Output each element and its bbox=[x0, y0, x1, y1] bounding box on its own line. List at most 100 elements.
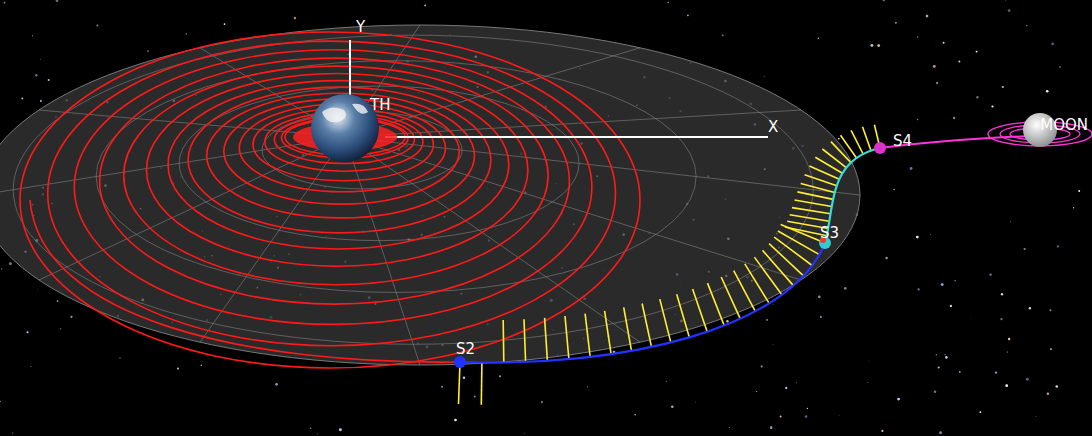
hatch-line bbox=[545, 318, 548, 361]
orbit-ring bbox=[74, 50, 592, 325]
star bbox=[780, 415, 782, 417]
hatch-line bbox=[565, 316, 569, 359]
star bbox=[959, 371, 961, 373]
earth-orbits bbox=[20, 32, 640, 368]
star bbox=[722, 34, 724, 36]
star bbox=[770, 426, 773, 429]
star bbox=[897, 398, 900, 401]
star bbox=[40, 100, 42, 102]
star bbox=[918, 288, 920, 290]
star bbox=[177, 367, 179, 369]
star bbox=[1046, 90, 1049, 93]
star bbox=[587, 386, 588, 387]
star bbox=[1047, 393, 1050, 396]
star bbox=[870, 44, 873, 47]
star bbox=[224, 23, 226, 25]
star bbox=[877, 44, 880, 47]
star bbox=[671, 405, 674, 408]
star bbox=[1056, 385, 1059, 388]
star bbox=[729, 427, 730, 428]
star bbox=[9, 262, 12, 265]
star bbox=[941, 283, 944, 286]
star bbox=[201, 365, 203, 367]
star bbox=[1001, 293, 1003, 295]
star bbox=[1002, 86, 1004, 88]
star bbox=[541, 401, 543, 403]
hatch-line bbox=[769, 244, 803, 276]
star bbox=[989, 273, 991, 275]
star bbox=[895, 22, 897, 24]
star bbox=[820, 316, 822, 318]
star bbox=[1050, 348, 1052, 350]
star bbox=[950, 305, 952, 307]
star bbox=[995, 371, 997, 373]
star bbox=[976, 96, 978, 98]
star bbox=[910, 167, 913, 170]
star bbox=[37, 289, 39, 291]
star bbox=[294, 17, 297, 20]
star bbox=[0, 401, 1, 402]
star bbox=[726, 320, 729, 323]
star bbox=[96, 25, 98, 27]
star bbox=[933, 65, 936, 68]
star bbox=[764, 76, 765, 77]
star bbox=[917, 119, 918, 120]
star bbox=[1073, 207, 1074, 208]
star bbox=[275, 383, 278, 386]
star bbox=[634, 414, 635, 415]
star bbox=[119, 357, 120, 358]
star bbox=[772, 303, 774, 305]
star bbox=[499, 375, 501, 377]
thrust-hatching bbox=[459, 125, 881, 405]
star bbox=[1005, 0, 1006, 1]
star bbox=[971, 317, 973, 319]
hatch-line bbox=[790, 215, 830, 221]
hatch-line bbox=[677, 294, 690, 337]
hatch-line bbox=[745, 264, 769, 303]
orbit-plane bbox=[0, 25, 860, 365]
stage-label: S4 bbox=[893, 134, 912, 149]
hatch-line bbox=[863, 127, 871, 151]
hatch-line bbox=[624, 307, 632, 351]
star bbox=[939, 431, 942, 434]
hatch-line bbox=[605, 311, 612, 354]
star bbox=[785, 387, 787, 389]
star bbox=[339, 428, 342, 431]
earth bbox=[311, 94, 379, 162]
star bbox=[1059, 66, 1061, 68]
star bbox=[936, 82, 938, 84]
star bbox=[756, 391, 757, 392]
star bbox=[26, 331, 28, 333]
star bbox=[666, 381, 667, 382]
star bbox=[39, 58, 41, 60]
hatch-line bbox=[754, 257, 782, 295]
orbit-ring bbox=[100, 58, 570, 304]
star bbox=[667, 2, 668, 3]
stage-label: S2 bbox=[456, 342, 475, 357]
moon-label: MOON bbox=[1040, 118, 1088, 133]
star bbox=[868, 360, 870, 362]
star bbox=[1008, 9, 1011, 12]
star bbox=[930, 234, 932, 236]
star bbox=[934, 391, 936, 393]
hatch-line bbox=[797, 192, 833, 200]
star bbox=[1007, 351, 1008, 352]
star bbox=[56, 0, 59, 2]
y-axis bbox=[349, 40, 351, 100]
star bbox=[979, 411, 981, 413]
star bbox=[57, 300, 59, 302]
axis-label: X bbox=[768, 120, 778, 135]
grid-spoke bbox=[345, 137, 640, 342]
star bbox=[1005, 384, 1008, 387]
hatch-line bbox=[774, 237, 812, 265]
star bbox=[1000, 318, 1002, 320]
star bbox=[976, 51, 978, 53]
star bbox=[60, 328, 62, 330]
star bbox=[1010, 221, 1011, 222]
star bbox=[838, 415, 840, 417]
star bbox=[1029, 307, 1031, 309]
transfer-arc bbox=[460, 243, 825, 363]
star bbox=[958, 61, 960, 63]
star bbox=[463, 376, 466, 379]
